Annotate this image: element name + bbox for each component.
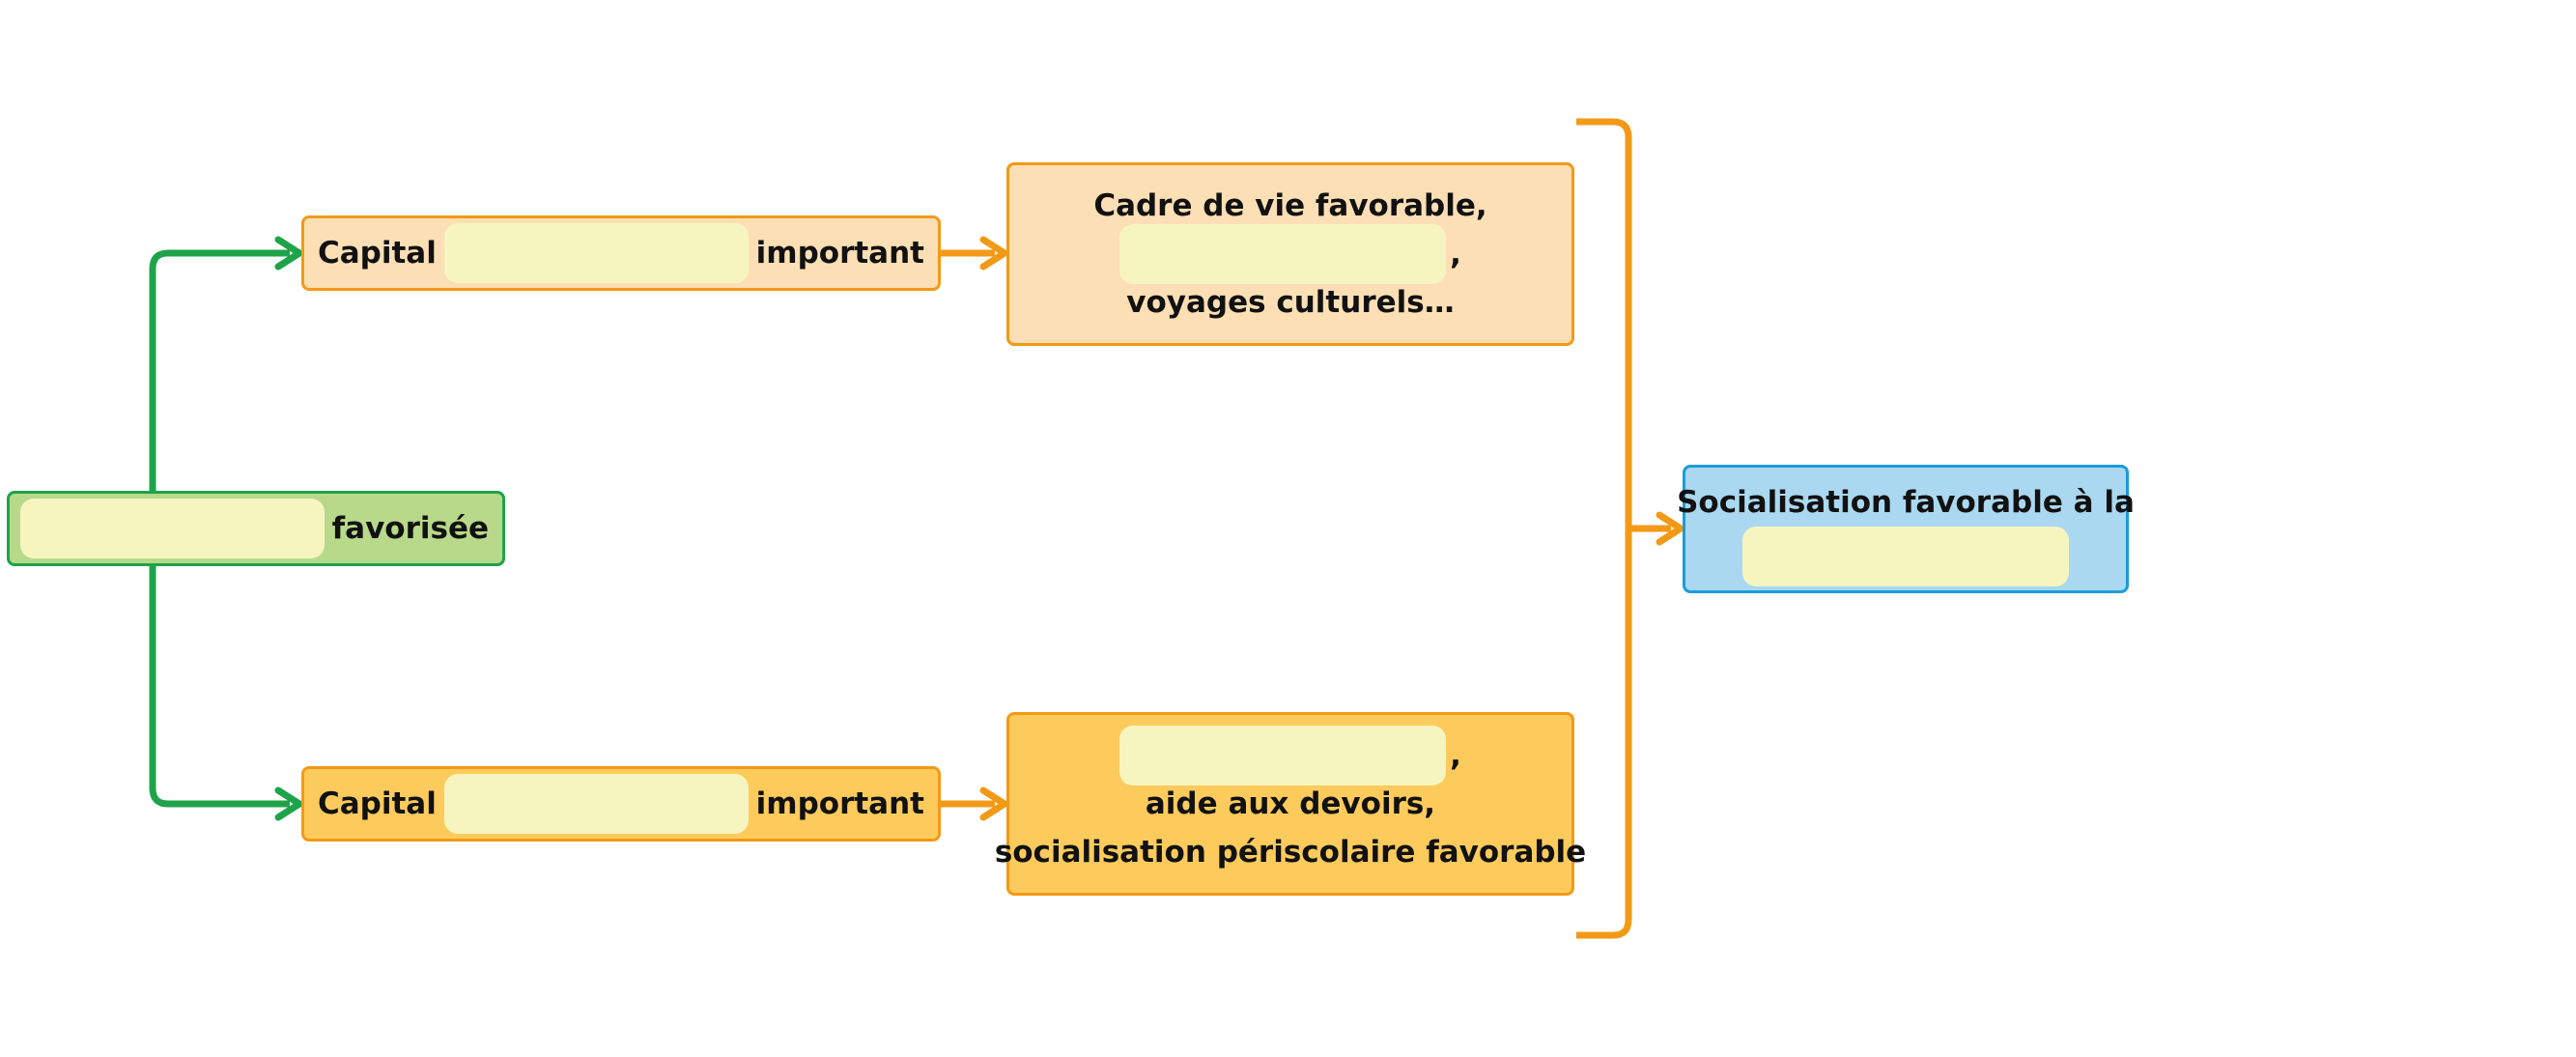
orange-arrowhead-top bbox=[979, 236, 1008, 271]
capital-bottom-blank[interactable] bbox=[443, 774, 749, 834]
outcome-blank[interactable] bbox=[1742, 526, 2069, 586]
result-bottom-comma: , bbox=[1450, 738, 1461, 773]
result-bottom-node: , aide aux devoirs, socialisation périsc… bbox=[995, 712, 1586, 896]
bracket-arrowhead bbox=[1656, 511, 1684, 546]
capital-top-prefix: Capital bbox=[318, 236, 437, 271]
result-top-line1: Cadre de vie favorable, bbox=[1093, 188, 1487, 223]
capital-bottom-prefix: Capital bbox=[318, 786, 437, 821]
outcome-node: Socialisation favorable à la bbox=[1677, 465, 2135, 593]
capital-bottom-node: Capital important bbox=[301, 766, 941, 842]
result-bottom-blank[interactable] bbox=[1119, 726, 1447, 786]
capital-top-node: Capital important bbox=[301, 215, 941, 291]
orange-bracket bbox=[1576, 118, 1632, 939]
result-bottom-line3: socialisation périscolaire favorable bbox=[994, 835, 1587, 870]
result-bottom-line2: aide aux devoirs, bbox=[1145, 786, 1436, 821]
orange-arrowhead-bottom bbox=[979, 786, 1008, 821]
result-top-node: Cadre de vie favorable, , voyages cultur… bbox=[1006, 162, 1574, 346]
result-top-comma: , bbox=[1450, 237, 1461, 271]
root-suffix: favorisée bbox=[331, 511, 489, 546]
root-blank[interactable] bbox=[20, 499, 325, 558]
capital-bottom-suffix: important bbox=[755, 786, 924, 821]
result-top-blank[interactable] bbox=[1119, 224, 1447, 284]
outcome-line1: Socialisation favorable à la bbox=[1677, 484, 2135, 520]
root-node: favorisée bbox=[7, 491, 505, 566]
green-connector-bottom bbox=[149, 564, 290, 808]
capital-top-blank[interactable] bbox=[443, 223, 749, 283]
result-top-line3: voyages culturels… bbox=[1126, 285, 1455, 320]
green-arrowhead-top bbox=[274, 236, 303, 271]
capital-top-suffix: important bbox=[755, 236, 924, 271]
green-arrowhead-bottom bbox=[274, 786, 303, 821]
green-connector-top bbox=[149, 249, 290, 495]
